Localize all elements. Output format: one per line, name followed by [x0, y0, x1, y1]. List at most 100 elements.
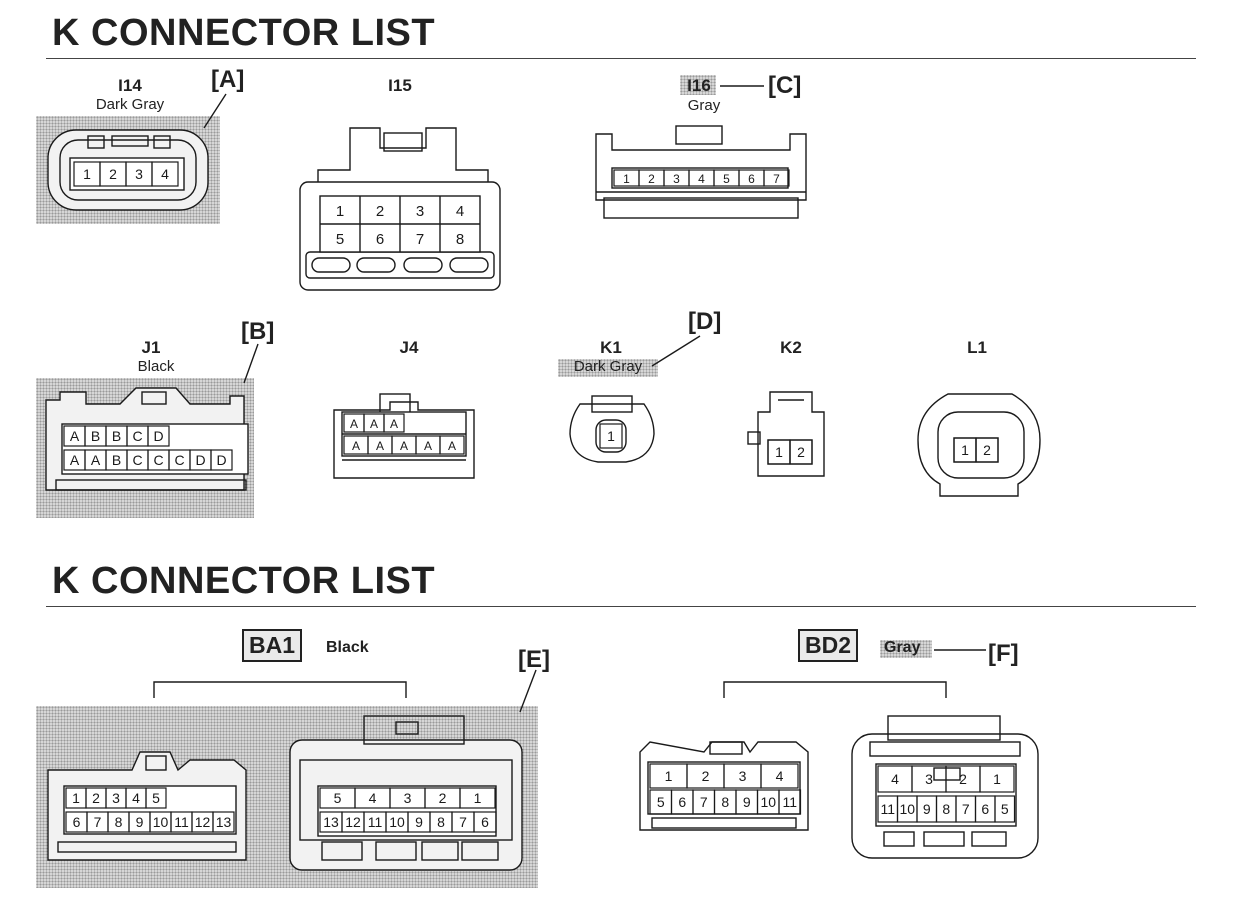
- j1-bottom-pin: B: [112, 452, 121, 468]
- bd2-right-top-pin: 1: [993, 771, 1001, 787]
- i16-color: Gray: [687, 97, 721, 114]
- ba1-right-top-pin: 5: [334, 790, 342, 806]
- bd2-left-bottom-pin-cell: [778, 789, 802, 815]
- connector-bd2-right: [851, 715, 1039, 859]
- bd2-right-bottom-pin: 9: [923, 801, 931, 817]
- k1-name: K1: [600, 338, 622, 357]
- bd2-right-top-pin: 3: [925, 771, 933, 787]
- bd2-left-top-pin: 4: [776, 768, 784, 784]
- connector-i16: [595, 125, 807, 219]
- ba1-right-top-pin: 4: [369, 790, 377, 806]
- leader-b: [243, 343, 259, 384]
- j1-top-pin: B: [112, 428, 121, 444]
- j1-color: Black: [137, 358, 175, 375]
- l1-name: L1: [967, 338, 987, 357]
- callout-f: [F]: [988, 640, 1019, 667]
- ba1-left-top-pin: 4: [132, 790, 140, 806]
- ba1-right-bottom-pin: 10: [389, 814, 405, 830]
- bd2-right-bottom-pin: 7: [962, 801, 970, 817]
- bd2-color: Gray: [884, 639, 921, 656]
- i15-pin: 5: [336, 231, 344, 248]
- i16-pin: 3: [673, 172, 680, 186]
- callout-d: [D]: [688, 308, 722, 335]
- connector-k1: [569, 395, 655, 463]
- i15-pin: 6: [376, 231, 384, 248]
- ba1-left-top-pin: 2: [92, 790, 100, 806]
- i14-pin: 2: [109, 166, 117, 182]
- i15-pin: 7: [416, 231, 424, 248]
- j1-bottom-pin: C: [174, 452, 184, 468]
- k2-pin-cell: [789, 439, 813, 465]
- bd2-left-top-pin: 1: [665, 768, 673, 784]
- ba1-right-bottom-pin: 9: [415, 814, 423, 830]
- ba1-left-bottom-pin: 9: [136, 814, 144, 830]
- j1-top-pin: A: [70, 428, 80, 444]
- j4-top-pin: A: [370, 417, 378, 431]
- ba1-left-top-pin: 1: [72, 790, 80, 806]
- callout-c: [C]: [768, 72, 802, 99]
- j1-bottom-pin: D: [216, 452, 226, 468]
- ba1-left-bottom-pin: 11: [174, 814, 189, 830]
- k2-pin: 2: [797, 444, 805, 460]
- ba1-left-bottom-pin: 12: [195, 814, 211, 830]
- j4-top-pin: A: [350, 417, 358, 431]
- i16-pin: 4: [698, 172, 705, 186]
- bd2-right-top-pin: 4: [891, 771, 899, 787]
- k2-pin: 1: [775, 444, 783, 460]
- ba1-right-bottom-pin: 12: [345, 814, 361, 830]
- callout-a: [A]: [211, 66, 245, 93]
- l1-pin: 2: [983, 442, 991, 458]
- ba1-left-bottom-pin: 7: [94, 814, 102, 830]
- connector-i14: [47, 129, 209, 211]
- j4-bottom-pin: A: [400, 439, 408, 453]
- j1-top-pin-cell: [147, 425, 170, 447]
- i15-pin: 1: [336, 203, 344, 220]
- k1-color: Dark Gray: [573, 358, 643, 375]
- connector-ba1-left: [47, 751, 247, 861]
- k1-color-highlight: [558, 359, 658, 377]
- i15-pin: 8: [456, 231, 464, 248]
- i16-pin-cell: [763, 169, 790, 187]
- j1-bottom-pin: D: [195, 452, 205, 468]
- i16-pin: 5: [723, 172, 730, 186]
- section-title-2: K CONNECTOR LIST: [52, 560, 436, 602]
- ba1-right-bottom-pin: 8: [437, 814, 445, 830]
- ba1-left-bottom-pin-cell: [212, 811, 235, 833]
- bd2-left-top-pin-cell: [760, 763, 799, 789]
- i14-name: I14: [118, 76, 142, 95]
- leader-e: [519, 669, 537, 713]
- section-divider-2: [46, 606, 1196, 607]
- bd2-left-bottom-pin: 9: [743, 794, 751, 810]
- i14-pin: 1: [83, 166, 91, 182]
- bd2-left-bottom-pin: 6: [678, 794, 686, 810]
- j1-bottom-pin: C: [132, 452, 142, 468]
- bd2-right-bottom-pin-cell: [994, 795, 1016, 823]
- i14-pin-cell: [151, 161, 179, 187]
- bd2-right-top-pin: 2: [959, 771, 967, 787]
- k1-pin: 1: [607, 428, 615, 444]
- i16-pin: 1: [623, 172, 630, 186]
- bd2-left-bottom-pin: 7: [700, 794, 708, 810]
- i15-pin: 2: [376, 203, 384, 220]
- ba1-left-bottom-pin: 13: [216, 814, 232, 830]
- j1-top-pin: C: [132, 428, 142, 444]
- connector-l1: [917, 393, 1041, 497]
- ba1-left-top-pin: 3: [112, 790, 120, 806]
- callout-e: [E]: [518, 646, 550, 673]
- i14-pin: 4: [161, 166, 169, 182]
- connector-i15: [299, 127, 501, 291]
- j4-name: J4: [399, 338, 419, 357]
- section-divider-1: [46, 58, 1196, 59]
- i16-name-highlight: [680, 75, 716, 95]
- j1-top-pin: D: [153, 428, 163, 444]
- connector-j1: [45, 387, 249, 491]
- ba1-right-bottom-pin-cell: [473, 811, 497, 833]
- bd2-right-bottom-pin: 8: [942, 801, 950, 817]
- j1-bottom-pin-cell: [210, 449, 233, 471]
- i15-name: I15: [388, 76, 412, 95]
- section-title-1: K CONNECTOR LIST: [52, 12, 436, 54]
- j4-bottom-pin: A: [352, 439, 360, 453]
- ba1-right-top-pin: 3: [404, 790, 412, 806]
